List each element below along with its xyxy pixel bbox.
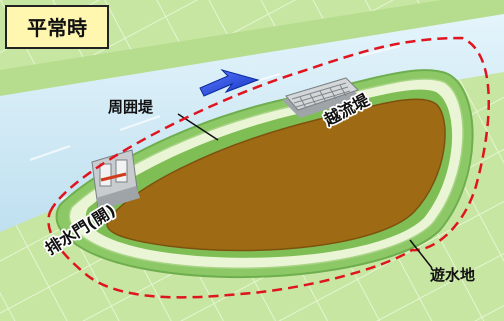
basin-leader-line	[409, 239, 433, 269]
far-riverbank	[0, 0, 504, 96]
title-box: 平常時	[5, 5, 109, 49]
river-ripples	[29, 45, 401, 201]
river-flow-arrow	[199, 69, 260, 97]
title-text: 平常時	[27, 16, 87, 40]
overflow-levee-structure	[282, 77, 362, 118]
embankment-label: 周囲堤	[108, 98, 154, 116]
basin-floor	[106, 98, 446, 252]
retarding-basin-label: 遊水地	[430, 266, 475, 284]
retarding-basin-boundary	[47, 36, 491, 299]
